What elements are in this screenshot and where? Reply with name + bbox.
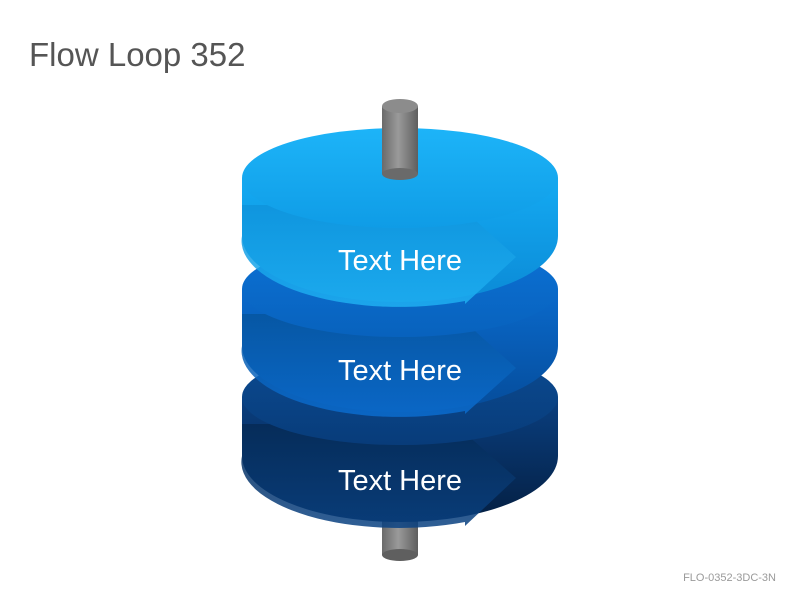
layer-2: Text Here — [241, 241, 558, 417]
slide-code: FLO-0352-3DC-3N — [683, 572, 776, 584]
layer-1-label: Text Here — [338, 245, 462, 277]
axle-top — [382, 99, 418, 180]
layer-2-label: Text Here — [338, 355, 462, 387]
layer-3-label: Text Here — [338, 465, 462, 497]
slide-title: Flow Loop 352 — [29, 36, 246, 73]
